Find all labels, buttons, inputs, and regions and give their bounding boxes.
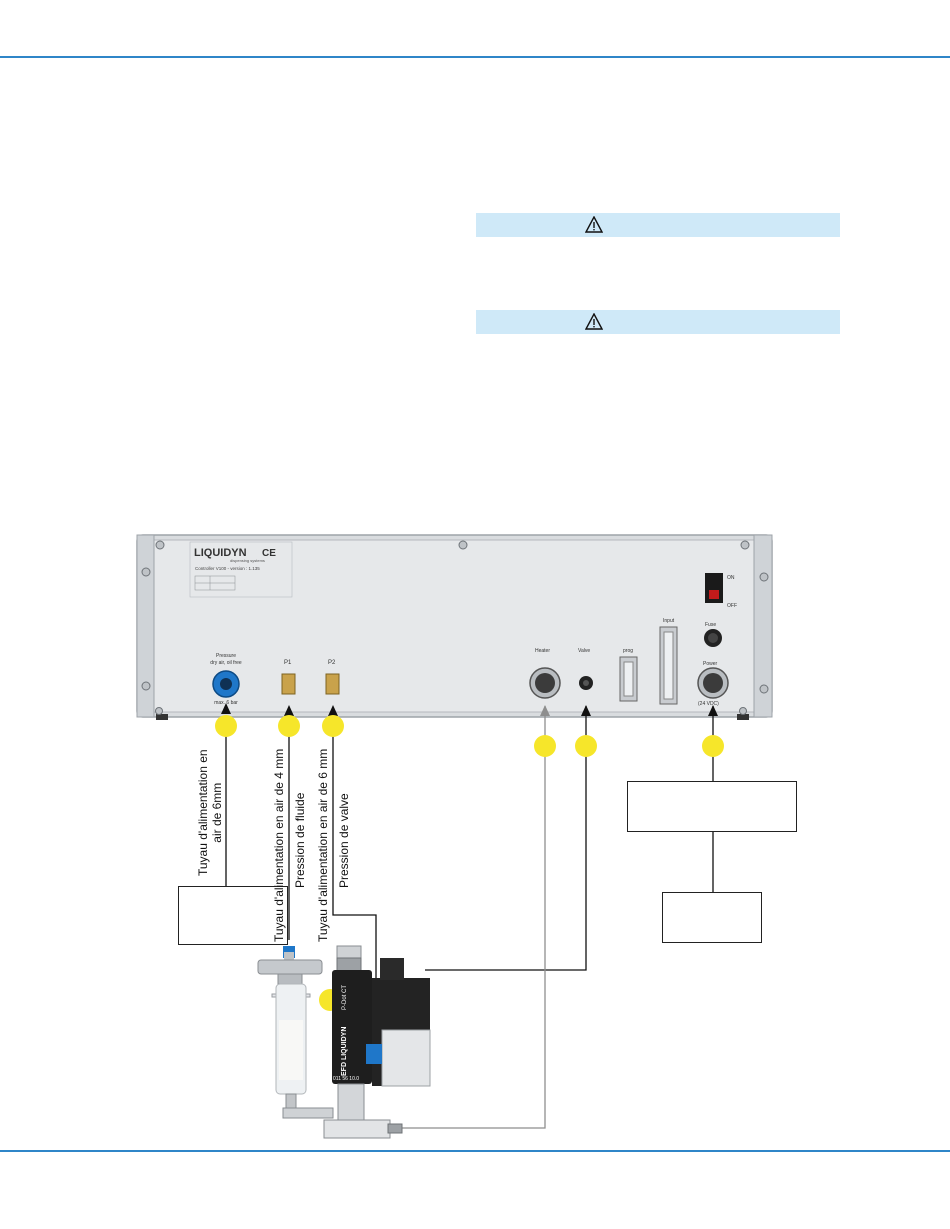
model-line: Controller V100 - version : 1.135 [195, 566, 260, 571]
callout-heater [534, 735, 556, 757]
switch-off-label: OFF [727, 603, 737, 609]
p2-pressure-label: Pression de valve [337, 793, 351, 888]
air-supply-label: Tuyau d'alimentation en air de 6mm [196, 749, 224, 876]
heater-cable [400, 706, 546, 1129]
mains-box [662, 892, 762, 943]
air-supply-label-line2: air de 6mm [210, 782, 224, 843]
valve-serial: 011 56 10.0 [333, 1076, 359, 1082]
callout-power [702, 735, 724, 757]
callout-p1 [278, 715, 300, 737]
power-label: Power [703, 661, 718, 667]
p1-label: P1 [284, 660, 292, 666]
warning-banner [476, 213, 840, 237]
warning-banner [476, 310, 840, 334]
pressure-max-label: max. 6 bar [214, 700, 238, 706]
header-rule [0, 56, 950, 58]
pressure-sublabel: dry air, oil free [210, 660, 242, 666]
prog-label: prog [623, 648, 633, 654]
callout-p2 [322, 715, 344, 737]
pressure-label: Pressure [216, 653, 236, 659]
arrowheads [221, 703, 718, 716]
ce-mark: CE [262, 548, 276, 559]
callout-valve [575, 735, 597, 757]
warning-triangle-icon [585, 216, 603, 233]
p1-pressure-label: Pression de fluide [293, 793, 307, 888]
dispensing-valve: EFD LIQUIDYN P-Dot CT 011 56 10.0 [323, 945, 431, 1139]
warning-triangle-icon [585, 313, 603, 330]
p1-hose-label-line1: Tuyau d'alimentation en air de 4 mm [272, 748, 286, 942]
callout-pressure [215, 715, 237, 737]
controller-rear-panel: LIQUIDYN CE dispensing systems Controlle… [136, 534, 773, 720]
footer-rule [0, 1150, 950, 1152]
p2-hose-label: Tuyau d'alimentation en air de 6 mm [316, 749, 330, 942]
input-label: Input [663, 618, 675, 624]
p2-pressure-label-line2: Pression de valve [337, 793, 351, 888]
valve-model: P-Dot CT [342, 985, 348, 1010]
p2-hose-label-line1: Tuyau d'alimentation en air de 6 mm [316, 748, 330, 942]
switch-on-label: ON [727, 575, 735, 581]
p1-pressure-label-line2: Pression de fluide [293, 792, 307, 888]
heater-label: Heater [535, 648, 550, 654]
air-supply-label-line1: Tuyau d'alimentation en [196, 749, 210, 876]
p1-fitting [281, 673, 296, 695]
p2-label: P2 [328, 660, 336, 666]
p2-fitting [325, 673, 340, 695]
valve-label: Valve [578, 648, 590, 654]
heater-arrowhead [540, 705, 550, 716]
power-voltage: (24 VDC) [698, 701, 719, 707]
p1-hose-label: Tuyau d'alimentation en air de 4 mm [272, 749, 286, 942]
valve-brand: EFD LIQUIDYN [341, 1027, 348, 1076]
syringe-reservoir [257, 946, 334, 1119]
brand-label: LIQUIDYN [194, 547, 247, 559]
power-supply-box [627, 781, 797, 832]
air-supply-box [178, 886, 288, 945]
fuse-label: Fuse [705, 622, 716, 628]
brand-tagline: dispensing systems [230, 558, 265, 563]
